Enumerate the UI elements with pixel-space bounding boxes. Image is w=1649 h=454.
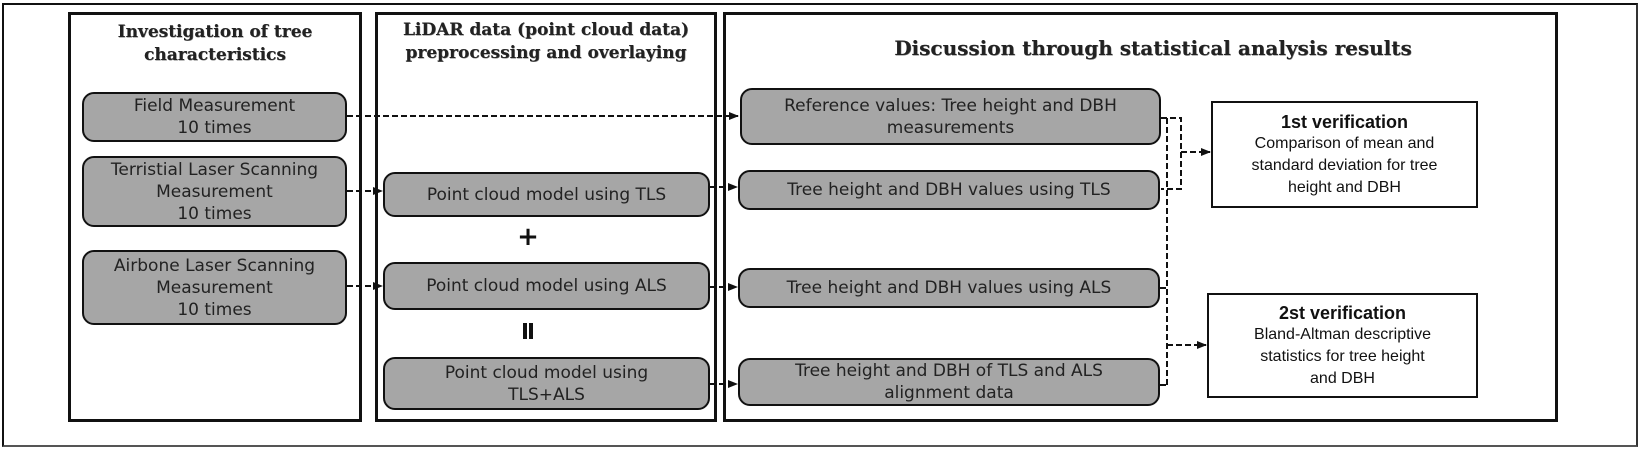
node-field-measurement: Field Measurement 10 times: [82, 92, 347, 142]
node-point-cloud-tls-als: Point cloud model using TLS+ALS: [383, 357, 710, 410]
panel-preprocessing: LiDAR data (point cloud data) preprocess…: [375, 12, 717, 422]
plus-operator: +: [517, 222, 539, 252]
verification-2-description: Bland-Altman descriptive statistics for …: [1254, 325, 1431, 387]
equals-vertical-icon: [523, 323, 533, 339]
node-als-values: Tree height and DBH values using ALS: [738, 268, 1160, 308]
panel-investigation-title: Investigation of tree characteristics: [117, 22, 313, 65]
panel-discussion-title: Discussion through statistical analysis …: [894, 36, 1412, 60]
verification-2: 2st verification Bland-Altman descriptiv…: [1207, 293, 1478, 398]
node-reference-values: Reference values: Tree height and DBH me…: [740, 88, 1161, 145]
verification-1-title: 1st verification: [1280, 111, 1409, 132]
node-als-measurement: Airbone Laser Scanning Measurement 10 ti…: [82, 250, 347, 325]
node-point-cloud-als: Point cloud model using ALS: [383, 262, 710, 310]
node-point-cloud-tls: Point cloud model using TLS: [383, 172, 710, 217]
verification-1: 1st verification Comparison of mean and …: [1211, 101, 1478, 208]
verification-2-title: 2st verification: [1278, 302, 1407, 323]
panel-preprocessing-title: LiDAR data (point cloud data) preprocess…: [402, 20, 690, 63]
verification-1-description: Comparison of mean and standard deviatio…: [1251, 134, 1438, 196]
node-tls-values: Tree height and DBH values using TLS: [738, 170, 1160, 210]
node-alignment-values: Tree height and DBH of TLS and ALS align…: [738, 358, 1160, 406]
diagram-frame: [2, 3, 1638, 447]
node-tls-measurement: Terristial Laser Scanning Measurement 10…: [82, 156, 347, 227]
equals-operator: [508, 318, 548, 348]
